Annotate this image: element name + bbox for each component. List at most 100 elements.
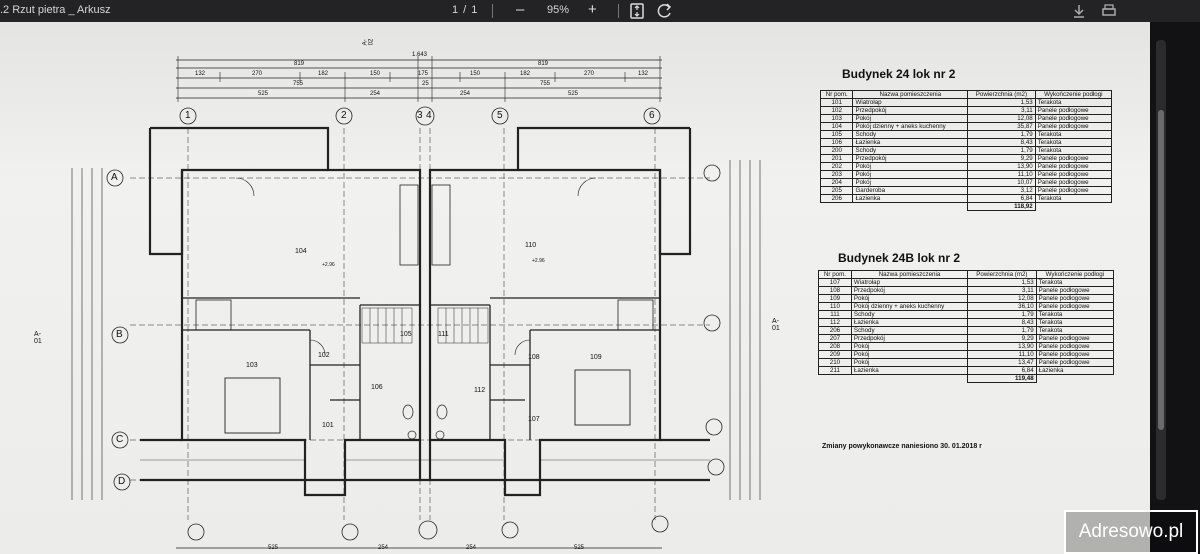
table-cell: Panele podłogowe [1034,186,1113,195]
table-cell: 11,10 [967,170,1036,179]
table-total-row: 118,92 [821,202,1112,211]
axis-col-6 [643,107,669,533]
table-cell: 35,87 [967,122,1036,131]
table-cell: 103 [819,114,854,123]
table-cell: 105 [819,130,854,139]
table-total: 118,92 [967,202,1036,211]
table-cell [1035,203,1111,211]
zoom-out-button[interactable]: – [516,1,525,18]
table-cell: 1,79 [967,146,1036,155]
table-cell: 207 [818,334,852,343]
axis-label-6: 6 [649,110,655,121]
revision-note: Zmiany powykonawcze naniesiono 30. 01.20… [822,443,982,450]
table-cell: Panele podłogowe [1035,302,1115,311]
table-cell [1036,375,1113,383]
axis-col-2 [335,107,359,541]
table-cell: 13,90 [967,342,1037,351]
room-105: 105 [400,331,412,338]
table-cell: 1,79 [967,326,1037,335]
table-cell: Panele podłogowe [1035,294,1115,303]
table-cell: Wiatrołap [850,278,969,287]
table-cell: 8,43 [967,318,1037,327]
download-icon[interactable] [1070,2,1088,20]
fit-page-icon[interactable] [628,2,646,20]
zoom-in-button[interactable]: + [588,1,597,18]
table-cell: Łazienka [852,138,969,147]
table-cell: Panele podłogowe [1035,334,1115,343]
table-cell: Pokój [850,342,969,351]
watermark-logo: Adresowo.pl [1064,510,1198,554]
table-cell: 111 [818,310,852,319]
table-cell: Terakota [1035,310,1115,319]
table-cell: Schody [850,326,969,335]
col-header: Powierzchnia (m2) [967,90,1036,99]
table-cell: Pokój [850,350,969,359]
rotate-icon[interactable] [656,2,674,20]
dim-132-left: 132 [195,71,206,77]
scrollbar-thumb[interactable] [1158,110,1164,430]
table1-title: Budynek 24 lok nr 2 [842,67,956,81]
table-cell: Terakota [1034,138,1113,147]
table-cell: 1,53 [967,278,1037,287]
table-cell: Łazienka [852,194,969,203]
table-cell: Panele podłogowe [1034,178,1113,187]
level-right: +2.96 [532,258,545,264]
room-107: 107 [528,416,540,423]
table-cell: 13,90 [967,162,1036,171]
table2-title: Budynek 24B lok nr 2 [838,251,961,265]
table-cell: 208 [818,342,852,351]
table-cell: 9,29 [967,154,1036,163]
table-cell: 3,11 [967,106,1036,115]
table-cell: 112 [818,318,852,327]
dim-175: 175 [418,71,429,77]
table-cell: Schody [852,146,969,155]
zoom-level[interactable]: 95% [547,4,570,16]
print-icon[interactable] [1100,2,1118,20]
col-header: Nazwa pomieszczenia [850,270,969,279]
table-cell: Przedpokój [852,154,969,163]
axis-label-1: 1 [185,110,191,121]
table-cell: Terakota [1034,146,1113,155]
table-cell: 1,79 [967,130,1036,139]
axis-col-34 [415,106,438,540]
section-mark-left: A-01 [34,331,42,345]
table-cell: 8,43 [967,138,1036,147]
section-mark-right: A-01 [772,318,780,332]
table-cell: Łazienka [1035,366,1115,375]
section-mark-top: A-02 [362,38,375,46]
table-cell: Panele podłogowe [1034,170,1113,179]
room-101: 101 [322,422,334,429]
table-cell: Łazienka [850,366,969,375]
dim-755-left: 755 [293,81,304,87]
table-cell: Panele podłogowe [1035,342,1115,351]
room-table-24b: Nr pom. Nazwa pomieszczenia Powierzchnia… [818,270,1115,383]
table-cell: Pokój [850,358,969,367]
table-cell: Terakota [1035,278,1115,287]
table-cell [821,203,968,211]
table-cell: Panele podłogowe [1034,154,1113,163]
bottom-dim-254-left: 254 [378,545,389,551]
table-cell: 205 [819,186,854,195]
room-102: 102 [318,352,330,359]
room-111: 111 [438,331,449,338]
table-cell [819,375,968,383]
page-indicator[interactable]: 1 / 1 [452,4,479,16]
table-cell: 211 [818,366,852,375]
table-cell: 209 [818,350,852,359]
table-cell: 203 [819,170,854,179]
room-table-24: Nr pom. Nazwa pomieszczenia Powierzchnia… [819,90,1113,211]
table-cell: 206 [819,194,854,203]
pdf-toolbar: .2 Rzut pietra _ Arkusz 1 / 1 – 95% + [0,0,1200,22]
